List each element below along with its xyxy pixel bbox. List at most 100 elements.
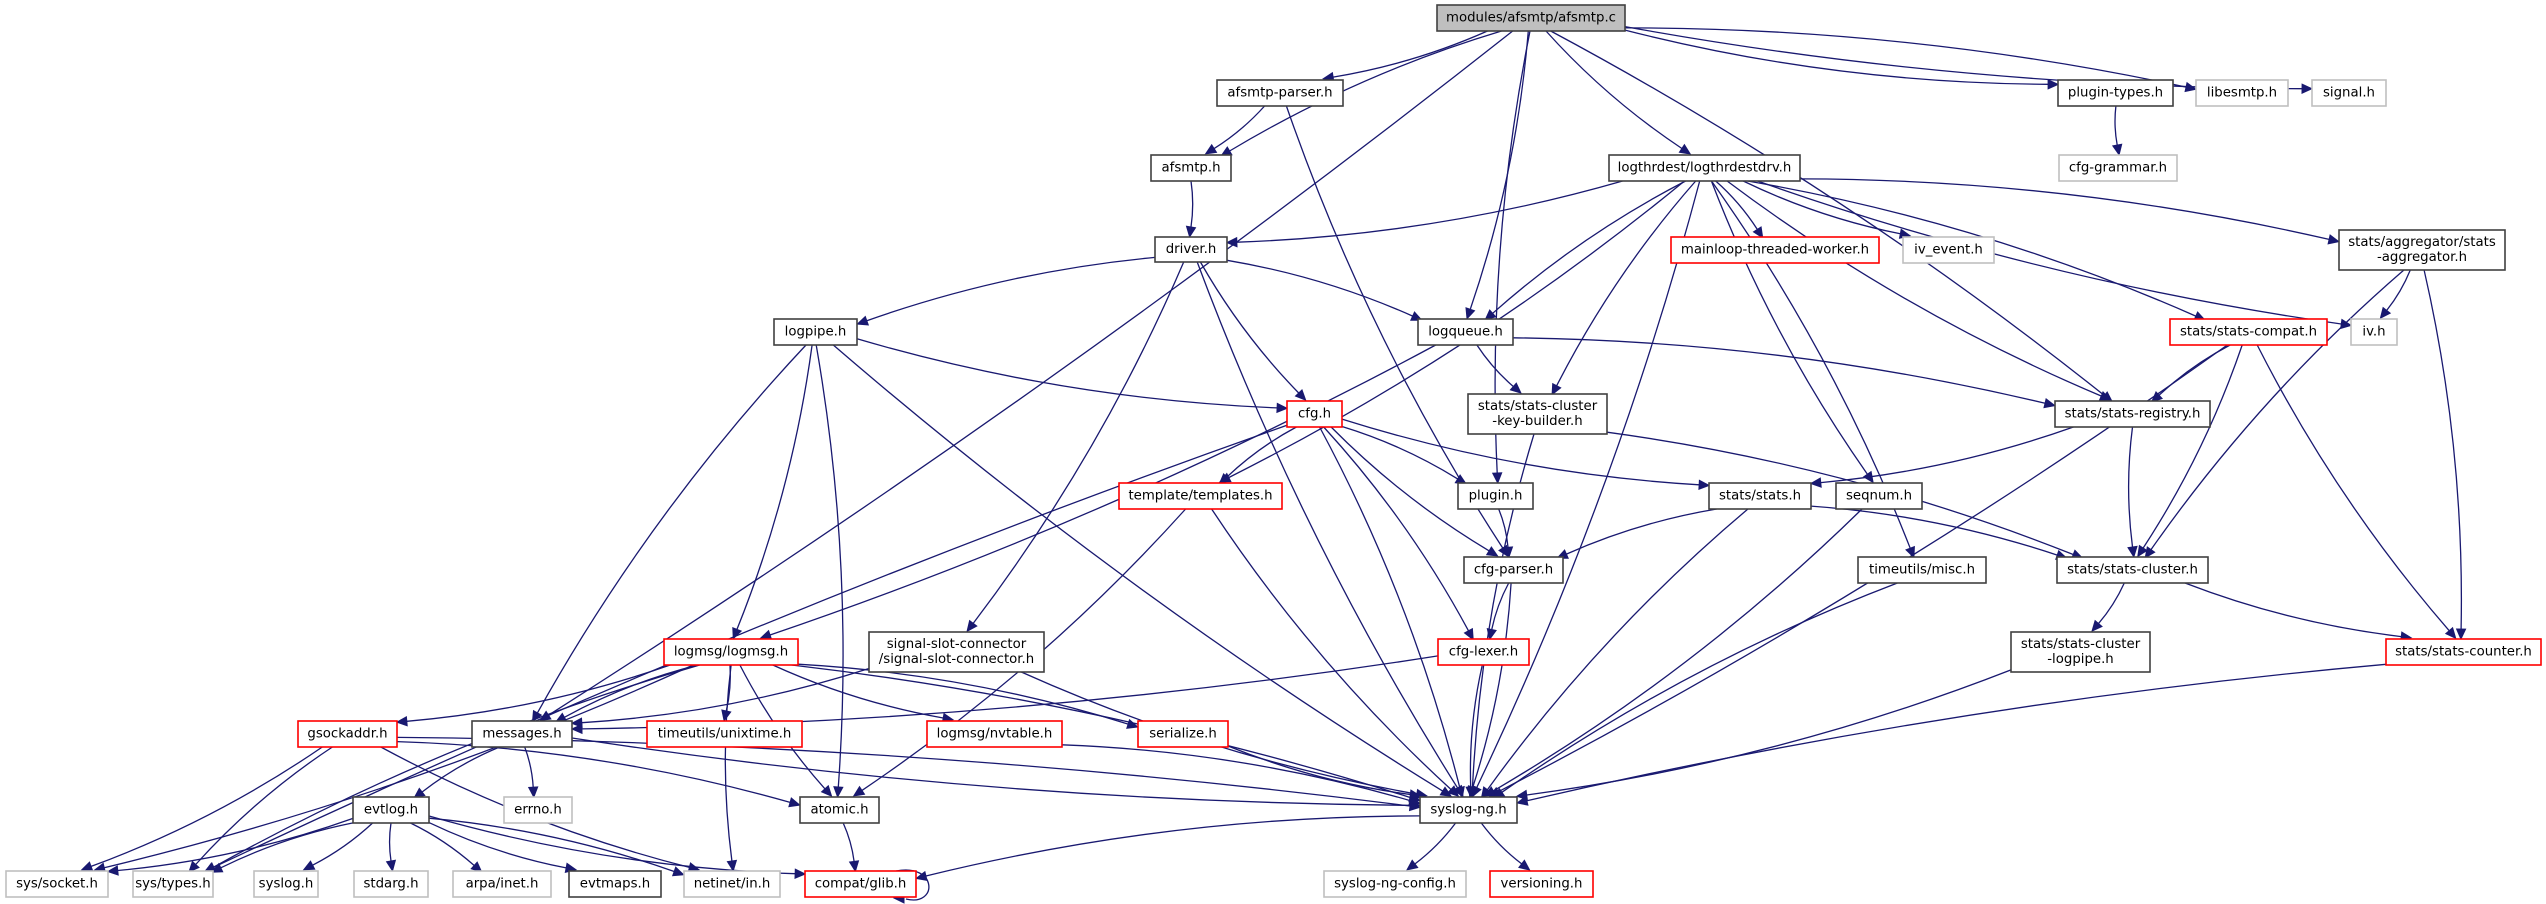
node-box[interactable] xyxy=(683,870,781,898)
node-box[interactable] xyxy=(1902,236,1995,264)
node-stats-stats-cluster-h[interactable]: stats/stats-cluster.h xyxy=(2056,556,2209,584)
node-box[interactable] xyxy=(568,870,662,898)
node-box[interactable] xyxy=(1835,482,1923,510)
node-signal-h[interactable]: signal.h xyxy=(2311,79,2387,107)
node-stdarg-h[interactable]: stdarg.h xyxy=(353,870,429,898)
node-iv-h[interactable]: iv.h xyxy=(2350,318,2398,346)
node-box[interactable] xyxy=(1436,4,1626,32)
node-box[interactable] xyxy=(2195,79,2289,107)
node-logmsg-logmsg-h[interactable]: logmsg/logmsg.h xyxy=(663,638,799,666)
node-serialize-h[interactable]: serialize.h xyxy=(1137,720,1229,748)
node-box[interactable] xyxy=(2058,154,2178,182)
node-box[interactable] xyxy=(1857,556,1987,584)
node-box[interactable] xyxy=(297,720,398,748)
node-box[interactable] xyxy=(799,796,880,824)
node-plugin-h[interactable]: plugin.h xyxy=(1457,482,1534,510)
node-logpipe-h[interactable]: logpipe.h xyxy=(773,318,858,346)
node-box[interactable] xyxy=(2169,318,2328,346)
node-box[interactable] xyxy=(1154,236,1228,263)
node-cfg-parser-h[interactable]: cfg-parser.h xyxy=(1463,556,1564,584)
node-versioning-h[interactable]: versioning.h xyxy=(1489,870,1594,898)
node-afsmtp-parser-h[interactable]: afsmtp-parser.h xyxy=(1216,79,1344,107)
node-driver-h[interactable]: driver.h xyxy=(1154,236,1228,263)
node-gsockaddr-h[interactable]: gsockaddr.h xyxy=(297,720,398,748)
node-box[interactable] xyxy=(1489,870,1594,898)
node-cfg-grammar-h[interactable]: cfg-grammar.h xyxy=(2058,154,2178,182)
node-cfg-lexer-h[interactable]: cfg-lexer.h xyxy=(1437,638,1530,666)
node-stats-stats-compat-h[interactable]: stats/stats-compat.h xyxy=(2169,318,2328,346)
node-mainloop-threaded-worker-h[interactable]: mainloop-threaded-worker.h xyxy=(1670,236,1880,264)
node-box[interactable] xyxy=(646,720,803,748)
node-evtlog-h[interactable]: evtlog.h xyxy=(352,796,430,824)
node-stats-stats-counter-h[interactable]: stats/stats-counter.h xyxy=(2385,638,2542,666)
node-afsmtp-h[interactable]: afsmtp.h xyxy=(1150,154,1232,182)
node-timeutils-misc-h[interactable]: timeutils/misc.h xyxy=(1857,556,1987,584)
node-netinet-in-h[interactable]: netinet/in.h xyxy=(683,870,781,898)
node-messages-h[interactable]: messages.h xyxy=(471,720,573,748)
node-box[interactable] xyxy=(1457,482,1534,510)
node-box[interactable] xyxy=(1467,393,1608,435)
node-box[interactable] xyxy=(868,631,1045,673)
node-box[interactable] xyxy=(2054,400,2211,428)
node-box[interactable] xyxy=(132,870,214,898)
node-modules-afsmtp-afsmtp-c[interactable]: modules/afsmtp/afsmtp.c xyxy=(1436,4,1626,32)
node-errno-h[interactable]: errno.h xyxy=(503,796,573,824)
node-box[interactable] xyxy=(253,870,319,898)
node-libesmtp-h[interactable]: libesmtp.h xyxy=(2195,79,2289,107)
node-plugin-types-h[interactable]: plugin-types.h xyxy=(2057,79,2174,107)
node-box[interactable] xyxy=(1417,318,1514,346)
node-box[interactable] xyxy=(663,638,799,666)
node-syslog-ng-config-h[interactable]: syslog-ng-config.h xyxy=(1323,870,1467,898)
node-timeutils-unixtime-h[interactable]: timeutils/unixtime.h xyxy=(646,720,803,748)
node-box[interactable] xyxy=(1463,556,1564,584)
node-box[interactable] xyxy=(926,720,1063,748)
node-signal-slot-connector-signal-slot-connector-h[interactable]: signal-slot-connector/signal-slot-connec… xyxy=(868,631,1045,673)
node-box[interactable] xyxy=(2311,79,2387,107)
node-seqnum-h[interactable]: seqnum.h xyxy=(1835,482,1923,510)
node-iv-event-h[interactable]: iv_event.h xyxy=(1902,236,1995,264)
node-logmsg-nvtable-h[interactable]: logmsg/nvtable.h xyxy=(926,720,1063,748)
node-box[interactable] xyxy=(1323,870,1467,898)
node-box[interactable] xyxy=(1419,796,1518,824)
node-stats-stats-cluster-logpipe-h[interactable]: stats/stats-cluster-logpipe.h xyxy=(2010,631,2151,673)
node-sys-socket-h[interactable]: sys/socket.h xyxy=(5,870,109,898)
node-box[interactable] xyxy=(452,870,552,898)
node-box[interactable] xyxy=(773,318,858,346)
node-box[interactable] xyxy=(1150,154,1232,182)
node-box[interactable] xyxy=(2385,638,2542,666)
node-stats-stats-h[interactable]: stats/stats.h xyxy=(1708,482,1812,510)
node-box[interactable] xyxy=(1670,236,1880,264)
node-stats-stats-registry-h[interactable]: stats/stats-registry.h xyxy=(2054,400,2211,428)
node-box[interactable] xyxy=(353,870,429,898)
node-box[interactable] xyxy=(1286,400,1343,428)
node-box[interactable] xyxy=(2056,556,2209,584)
node-compat-glib-h[interactable]: compat/glib.h xyxy=(804,870,917,898)
node-stats-stats-cluster-key-builder-h[interactable]: stats/stats-cluster-key-builder.h xyxy=(1467,393,1608,435)
node-stats-aggregator-stats-aggregator-h[interactable]: stats/aggregator/stats-aggregator.h xyxy=(2338,229,2506,271)
node-box[interactable] xyxy=(352,796,430,824)
node-syslog-h[interactable]: syslog.h xyxy=(253,870,319,898)
node-box[interactable] xyxy=(1708,482,1812,510)
node-atomic-h[interactable]: atomic.h xyxy=(799,796,880,824)
node-box[interactable] xyxy=(804,870,917,898)
node-box[interactable] xyxy=(2057,79,2174,107)
node-sys-types-h[interactable]: sys/types.h xyxy=(132,870,214,898)
node-logthrdest-logthrdestdrv-h[interactable]: logthrdest/logthrdestdrv.h xyxy=(1608,154,1801,182)
node-syslog-ng-h[interactable]: syslog-ng.h xyxy=(1419,796,1518,824)
node-template-templates-h[interactable]: template/templates.h xyxy=(1118,482,1283,510)
node-box[interactable] xyxy=(5,870,109,898)
node-box[interactable] xyxy=(1216,79,1344,107)
node-logqueue-h[interactable]: logqueue.h xyxy=(1417,318,1514,346)
node-cfg-h[interactable]: cfg.h xyxy=(1286,400,1343,428)
node-box[interactable] xyxy=(503,796,573,824)
node-box[interactable] xyxy=(471,720,573,748)
node-box[interactable] xyxy=(2338,229,2506,271)
node-arpa-inet-h[interactable]: arpa/inet.h xyxy=(452,870,552,898)
node-box[interactable] xyxy=(1608,154,1801,182)
node-box[interactable] xyxy=(2350,318,2398,346)
node-evtmaps-h[interactable]: evtmaps.h xyxy=(568,870,662,898)
node-box[interactable] xyxy=(2010,631,2151,673)
node-box[interactable] xyxy=(1437,638,1530,666)
node-box[interactable] xyxy=(1137,720,1229,748)
node-box[interactable] xyxy=(1118,482,1283,510)
